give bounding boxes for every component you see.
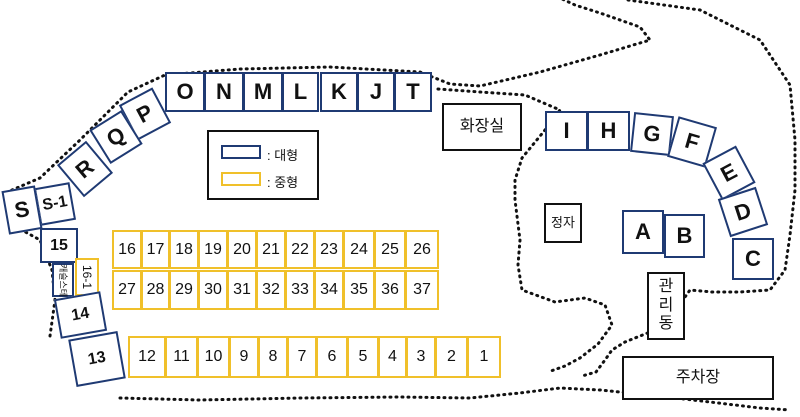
site-7[interactable]: 7 [287, 336, 317, 378]
office-label-2: 리 [658, 296, 674, 314]
site-16-1-label: 16-1 [80, 264, 94, 290]
site-I[interactable]: I [545, 111, 588, 151]
site-10[interactable]: 10 [197, 336, 230, 378]
map-legend: : 대형 : 중형 [207, 130, 319, 200]
site-28[interactable]: 28 [141, 270, 170, 310]
site-19[interactable]: 19 [198, 230, 228, 269]
office-label-3: 동 [658, 315, 674, 333]
site-H[interactable]: H [587, 111, 630, 151]
legend-medium-label: : 중형 [267, 175, 299, 190]
site-8[interactable]: 8 [258, 336, 288, 378]
site-1[interactable]: 1 [467, 336, 501, 378]
site-15[interactable]: 15 [40, 228, 78, 263]
site-L[interactable]: L [282, 72, 319, 112]
site-27[interactable]: 27 [112, 270, 142, 310]
site-26[interactable]: 26 [405, 230, 439, 269]
site-32[interactable]: 32 [256, 270, 286, 310]
site-5[interactable]: 5 [347, 336, 379, 378]
site-36[interactable]: 36 [374, 270, 406, 310]
tent-site[interactable]: 캐슬스테 [52, 263, 74, 297]
site-14[interactable]: 14 [53, 291, 108, 339]
site-29[interactable]: 29 [169, 270, 199, 310]
site-33[interactable]: 33 [285, 270, 315, 310]
site-25[interactable]: 25 [374, 230, 406, 269]
site-3[interactable]: 3 [406, 336, 436, 378]
site-13[interactable]: 13 [68, 331, 126, 387]
site-B[interactable]: B [664, 214, 705, 258]
tent-site-label: 캐슬스테 [58, 263, 69, 297]
legend-large-swatch [221, 145, 261, 159]
site-G[interactable]: G [630, 112, 674, 156]
site-K[interactable]: K [320, 72, 358, 112]
left-area-boundary [10, 0, 653, 338]
office-label-1: 관 [658, 278, 674, 296]
site-17[interactable]: 17 [141, 230, 170, 269]
legend-medium-swatch [221, 172, 261, 186]
site-30[interactable]: 30 [198, 270, 228, 310]
site-S[interactable]: S [1, 185, 43, 235]
site-12[interactable]: 12 [128, 336, 166, 378]
site-24[interactable]: 24 [343, 230, 375, 269]
site-2[interactable]: 2 [435, 336, 468, 378]
site-A[interactable]: A [622, 210, 664, 254]
site-T[interactable]: T [394, 72, 432, 112]
site-34[interactable]: 34 [314, 270, 344, 310]
restroom-building: 화장실 [442, 103, 522, 151]
site-21[interactable]: 21 [256, 230, 286, 269]
site-O[interactable]: O [165, 72, 205, 112]
parking-lot: 주차장 [622, 356, 774, 400]
site-6[interactable]: 6 [316, 336, 348, 378]
site-20[interactable]: 20 [227, 230, 257, 269]
site-37[interactable]: 37 [405, 270, 439, 310]
site-N[interactable]: N [204, 72, 244, 112]
inner-area-boundary [436, 87, 614, 374]
site-22[interactable]: 22 [285, 230, 315, 269]
site-23[interactable]: 23 [314, 230, 344, 269]
east-area-boundary [580, 0, 797, 378]
site-4[interactable]: 4 [378, 336, 407, 378]
site-16-1[interactable]: 16-1 [75, 258, 99, 296]
site-J[interactable]: J [357, 72, 395, 112]
site-M[interactable]: M [243, 72, 283, 112]
office-building: 관 리 동 [647, 272, 685, 340]
pavilion: 정자 [544, 203, 582, 243]
site-16[interactable]: 16 [112, 230, 142, 269]
site-C[interactable]: C [732, 238, 774, 280]
site-9[interactable]: 9 [229, 336, 259, 378]
site-35[interactable]: 35 [343, 270, 375, 310]
site-11[interactable]: 11 [165, 336, 198, 378]
site-31[interactable]: 31 [227, 270, 257, 310]
legend-large-label: : 대형 [267, 148, 299, 163]
south-area-boundary [118, 386, 792, 412]
site-18[interactable]: 18 [169, 230, 199, 269]
